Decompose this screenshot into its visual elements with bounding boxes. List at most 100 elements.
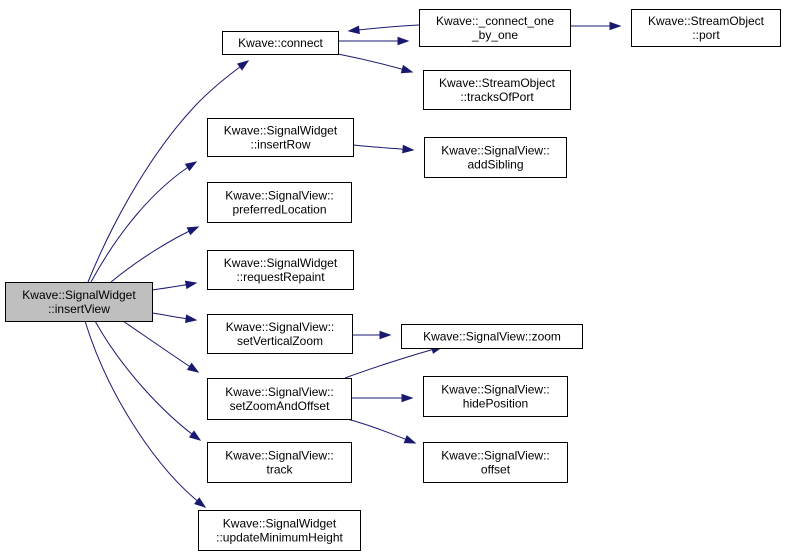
arrowhead <box>401 393 414 403</box>
node-box[interactable] <box>424 137 567 178</box>
edge-connectOneByOne-to-port <box>570 21 622 31</box>
edge-insertView-to-requestRepaint <box>151 280 198 291</box>
node-connectOneByOne[interactable]: Kwave::_connect_one_by_one <box>419 9 571 47</box>
edge-connectOneByOne-to-connect <box>347 24 420 35</box>
edge-connect-to-connectOneByOne <box>338 36 410 46</box>
node-tracksOfPort[interactable]: Kwave::StreamObject::tracksOfPort <box>423 70 571 110</box>
node-label-line: Kwave::SignalView:: <box>225 189 334 203</box>
node-label-line: ::updateMinimumHeight <box>216 531 343 545</box>
node-label-line: ::port <box>692 28 720 42</box>
edge-line <box>90 161 197 283</box>
arrowhead <box>397 36 410 46</box>
edge-insertView-to-track <box>94 320 202 441</box>
node-box[interactable] <box>423 376 568 417</box>
arrowhead <box>403 435 417 444</box>
node-box[interactable] <box>423 442 568 483</box>
node-label-line: Kwave::SignalWidget <box>223 517 337 531</box>
edge-line <box>344 346 443 379</box>
arrowhead <box>188 430 202 441</box>
node-label-line: Kwave::SignalWidget <box>224 124 338 138</box>
node-box[interactable] <box>631 9 781 47</box>
node-label-line: offset <box>481 463 511 477</box>
edge-insertView-to-updateMinimumHeight <box>84 320 207 508</box>
node-label-line: track <box>266 463 293 477</box>
node-label-line: ::requestRepaint <box>236 270 325 284</box>
edge-insertView-to-connect <box>87 60 250 283</box>
node-label-line: Kwave::SignalView:: <box>441 449 550 463</box>
node-label-line: Kwave::SignalView:: <box>226 320 335 334</box>
node-box[interactable] <box>207 182 352 223</box>
node-box[interactable] <box>207 250 354 290</box>
node-label-line: ::tracksOfPort <box>460 90 534 104</box>
node-setVerticalZoom[interactable]: Kwave::SignalView::setVerticalZoom <box>207 314 353 354</box>
node-label-line: ::insertView <box>48 302 110 316</box>
edge-insertView-to-setZoomAndOffset <box>122 320 200 373</box>
edge-insertView-to-setVerticalZoom <box>151 312 198 323</box>
arrowhead <box>400 64 414 74</box>
arrowhead <box>184 161 198 172</box>
node-box[interactable] <box>222 31 339 55</box>
node-offset[interactable]: Kwave::SignalView::offset <box>423 442 568 483</box>
node-label-line: Kwave::SignalWidget <box>22 288 136 302</box>
node-label-line: Kwave::SignalWidget <box>224 256 338 270</box>
node-label-line: preferredLocation <box>232 203 326 217</box>
node-box[interactable] <box>401 324 583 349</box>
node-label-line: Kwave::_connect_one <box>436 14 554 28</box>
arrowhead <box>186 362 200 373</box>
edge-line <box>84 320 206 508</box>
node-track[interactable]: Kwave::SignalView::track <box>207 442 352 483</box>
node-label-line: _by_one <box>471 28 518 42</box>
node-box[interactable] <box>207 442 352 483</box>
arrowhead <box>184 280 198 290</box>
node-zoom[interactable]: Kwave::SignalView::zoom <box>401 324 583 349</box>
edge-line <box>337 53 413 73</box>
node-label-line: Kwave::SignalView:: <box>225 449 334 463</box>
node-box[interactable] <box>207 378 352 420</box>
node-insertView[interactable]: Kwave::SignalWidget::insertView <box>5 282 153 322</box>
node-box[interactable] <box>207 118 354 157</box>
edge-insertView-to-preferredLocation <box>110 226 200 283</box>
arrowhead <box>609 21 622 31</box>
arrowhead <box>379 330 392 340</box>
edge-line <box>122 320 199 373</box>
node-updateMinimumHeight[interactable]: Kwave::SignalWidget::updateMinimumHeight <box>198 510 361 551</box>
arrowhead <box>347 25 360 35</box>
edge-setZoomAndOffset-to-hidePosition <box>351 393 414 403</box>
node-box[interactable] <box>207 314 353 354</box>
node-label-line: Kwave::StreamObject <box>648 14 765 28</box>
node-requestRepaint[interactable]: Kwave::SignalWidget::requestRepaint <box>207 250 354 290</box>
edge-line <box>346 418 416 444</box>
node-setZoomAndOffset[interactable]: Kwave::SignalView::setZoomAndOffset <box>207 378 352 420</box>
call-graph-nodes: Kwave::SignalWidget::insertView Kwave::co… <box>5 9 781 551</box>
node-label-line: Kwave::SignalView:: <box>441 383 550 397</box>
arrowhead <box>402 144 415 154</box>
node-box[interactable] <box>5 282 153 322</box>
arrowhead <box>186 226 200 236</box>
node-label-line: ::insertRow <box>250 138 310 152</box>
node-preferredLocation[interactable]: Kwave::SignalView::preferredLocation <box>207 182 352 223</box>
node-label-line: Kwave::SignalView:: <box>441 144 550 158</box>
edge-line <box>110 226 199 283</box>
edge-insertRow-to-addSibling <box>352 144 415 154</box>
node-label-line: Kwave::connect <box>238 36 323 50</box>
arrowhead <box>236 60 250 71</box>
edge-line <box>348 24 420 32</box>
arrowhead <box>194 497 207 508</box>
node-insertRow[interactable]: Kwave::SignalWidget::insertRow <box>207 118 354 157</box>
node-port[interactable]: Kwave::StreamObject::port <box>631 9 781 47</box>
node-box[interactable] <box>198 510 361 551</box>
node-label-line: setVerticalZoom <box>237 334 323 348</box>
node-connect[interactable]: Kwave::connect <box>222 31 339 55</box>
edge-insertView-to-insertRow <box>90 161 198 283</box>
edge-line <box>87 60 249 283</box>
edge-line <box>94 320 201 441</box>
edge-setVerticalZoom-to-zoom <box>352 330 392 340</box>
node-label-line: addSibling <box>467 158 523 172</box>
node-box[interactable] <box>423 70 571 110</box>
node-box[interactable] <box>419 9 571 47</box>
node-addSibling[interactable]: Kwave::SignalView::addSibling <box>424 137 567 178</box>
node-label-line: Kwave::SignalView:: <box>225 385 334 399</box>
node-hidePosition[interactable]: Kwave::SignalView::hidePosition <box>423 376 568 417</box>
node-label-line: Kwave::StreamObject <box>439 76 556 90</box>
